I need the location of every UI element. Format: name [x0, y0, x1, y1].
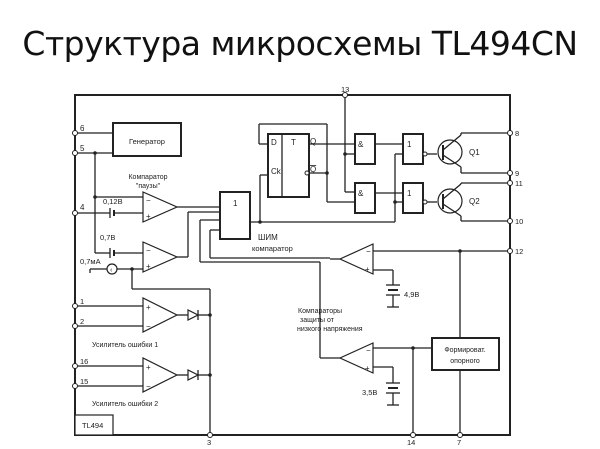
or-gate-label: 1 — [233, 199, 238, 208]
plus-sign: + — [146, 303, 151, 312]
minus-sign: − — [146, 246, 151, 255]
flipflop-q-label: Q — [310, 137, 316, 146]
pin-5-label: 5 — [80, 144, 85, 153]
diode-1-icon — [187, 309, 200, 321]
pin-13-label: 13 — [341, 85, 349, 94]
pin-4 — [72, 210, 78, 216]
minus-sign: − — [366, 346, 371, 355]
reference-label-2: опорного — [450, 358, 480, 365]
pin-15-label: 15 — [80, 377, 88, 386]
undervoltage-comparator-1 — [338, 243, 374, 275]
plus-sign: + — [365, 364, 370, 373]
or-gate — [219, 191, 251, 240]
pin-1 — [72, 303, 78, 309]
and-gate-1 — [354, 133, 376, 165]
pin-7-label: 7 — [457, 438, 461, 447]
slide-title: Структура микросхемы TL494CN — [22, 24, 578, 63]
pin-14 — [410, 432, 416, 438]
plus-sign: + — [365, 265, 370, 274]
plus-sign: + — [146, 363, 151, 372]
flipflop-d-label: D — [271, 138, 277, 147]
pin-6-label: 6 — [80, 124, 85, 133]
voltage-4-9v: 4,9В — [404, 290, 419, 299]
and-gate-2 — [354, 182, 376, 214]
battery-4-9v — [386, 284, 400, 308]
chip-label-box — [74, 414, 114, 436]
pause-comparator-sublabel: "паузы" — [136, 183, 161, 190]
pin-6 — [72, 130, 78, 136]
voltage-3-5v: 3,5В — [362, 388, 377, 397]
pin-8-label: 8 — [515, 129, 519, 138]
error-amp-2-label: Усилитель ошибки 2 — [92, 400, 158, 408]
pause-comparator-label: Компаратор — [128, 174, 167, 181]
pin-3-label: 3 — [207, 438, 211, 447]
pin-10 — [507, 218, 513, 224]
pin-3 — [207, 432, 213, 438]
battery-3-5v — [386, 382, 400, 406]
chip-label: TL494 — [82, 421, 103, 430]
pwm-comparator-sublabel: компаратор — [252, 244, 293, 253]
and-gate-2-label: & — [358, 189, 364, 198]
transistor-q2 — [437, 182, 510, 222]
pin-1-label: 1 — [80, 297, 84, 306]
pin-14-label: 14 — [407, 438, 415, 447]
pwm-comparator-label: ШИМ — [258, 233, 278, 242]
pin-9-label: 9 — [515, 169, 519, 178]
transistor-q1 — [437, 132, 510, 174]
reference-block — [431, 337, 500, 371]
transistor-q2-label: Q2 — [469, 197, 480, 206]
voltage-0-7v: 0,7В — [100, 233, 115, 242]
pin-2-label: 2 — [80, 317, 84, 326]
flipflop-qbar-label: Q — [310, 165, 316, 174]
reference-label-1: Формироват. — [444, 347, 485, 354]
voltage-0-12v: 0,12В — [103, 197, 123, 206]
plus-sign: + — [146, 212, 151, 221]
or-gate-2-label: 1 — [407, 189, 412, 198]
or-gate-1 — [402, 133, 424, 165]
flipflop-ck-label: Ck — [271, 167, 282, 176]
or-gate-2 — [402, 182, 424, 214]
pin-10-label: 10 — [515, 217, 523, 226]
generator-block — [112, 122, 182, 157]
pin-12 — [507, 248, 513, 254]
pin-12-label: 12 — [515, 247, 523, 256]
generator-label: Генератор — [129, 137, 165, 146]
uv-comparators-label-1: Компараторы — [298, 308, 342, 315]
minus-sign: − — [146, 382, 151, 391]
flip-flop — [267, 133, 310, 198]
diode-2-icon — [187, 369, 200, 381]
flipflop-t-label: T — [291, 138, 296, 147]
pin-11-label: 11 — [515, 179, 523, 188]
dead-time-comparator — [142, 241, 179, 273]
minus-sign: − — [366, 247, 371, 256]
pin-7 — [457, 432, 463, 438]
and-gate-1-label: & — [358, 140, 364, 149]
pin-5 — [72, 150, 78, 156]
pin-2 — [72, 323, 78, 329]
plus-sign: + — [146, 262, 151, 271]
uv-comparators-label-3: низкого напряжения — [297, 326, 363, 333]
undervoltage-comparator-2 — [338, 342, 374, 374]
error-amplifier-2 — [142, 357, 179, 393]
or-gate-1-label: 1 — [407, 140, 412, 149]
pause-comparator — [142, 191, 179, 223]
pin-11 — [507, 180, 513, 186]
pin-4-label: 4 — [80, 203, 85, 212]
pin-9 — [507, 170, 513, 176]
pin-15 — [72, 383, 78, 389]
pin-8 — [507, 130, 513, 136]
chip-outline — [74, 94, 511, 436]
pin-16 — [72, 363, 78, 369]
transistor-q1-label: Q1 — [469, 148, 480, 157]
current-0-7ma: 0,7мА — [80, 257, 101, 266]
error-amp-1-label: Усилитель ошибки 1 — [92, 341, 158, 349]
arrow-glyph: ‹ — [110, 267, 113, 274]
pin-16-label: 16 — [80, 357, 88, 366]
error-amplifier-1 — [142, 297, 179, 333]
minus-sign: − — [146, 196, 151, 205]
uv-comparators-label-2: защиты от — [300, 317, 335, 324]
minus-sign: − — [146, 322, 151, 331]
